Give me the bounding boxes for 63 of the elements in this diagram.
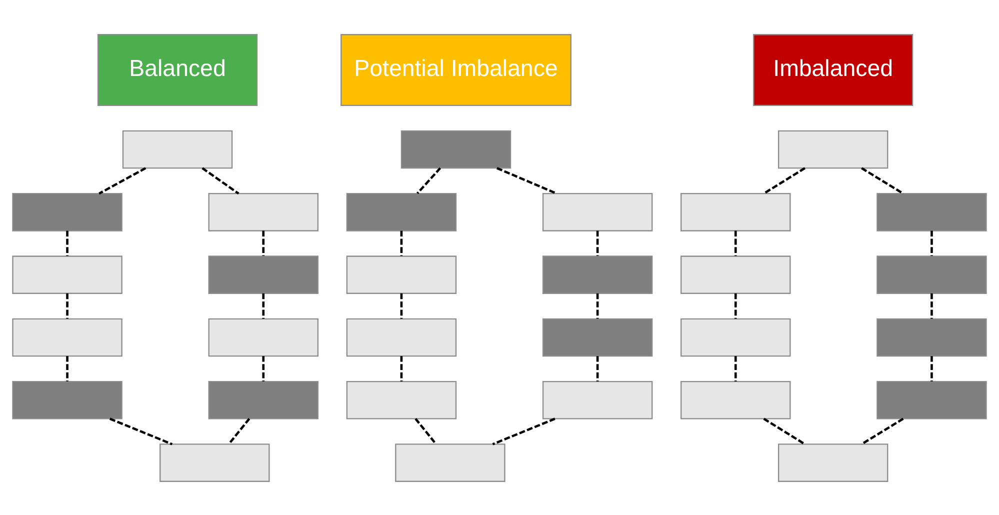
connector xyxy=(400,230,403,256)
node-box xyxy=(778,443,888,482)
connector xyxy=(763,417,806,445)
connector xyxy=(66,230,68,256)
node-box xyxy=(12,380,122,419)
node-box xyxy=(346,380,457,419)
node-box xyxy=(208,380,318,419)
connector xyxy=(202,166,240,194)
connector xyxy=(734,356,737,381)
node-box xyxy=(346,318,457,356)
connector xyxy=(596,230,599,256)
connector xyxy=(109,417,173,445)
connector xyxy=(262,356,265,381)
node-box xyxy=(680,380,791,419)
connector xyxy=(930,292,933,318)
connector xyxy=(66,356,68,381)
connector xyxy=(763,166,806,194)
node-box xyxy=(400,130,512,168)
node-box: Balanced xyxy=(97,34,258,106)
node-box xyxy=(542,255,653,294)
connector xyxy=(400,356,403,381)
connector xyxy=(596,356,599,381)
connector xyxy=(734,230,737,256)
node-box xyxy=(12,255,122,294)
node-box xyxy=(542,380,653,419)
node-box xyxy=(395,443,506,482)
node-box xyxy=(680,192,791,231)
node-box xyxy=(208,318,318,356)
node-box xyxy=(680,255,791,294)
connector xyxy=(860,417,904,445)
connector xyxy=(416,166,442,194)
connector xyxy=(262,230,265,256)
node-box xyxy=(542,318,653,356)
node-box xyxy=(208,255,318,294)
node-box xyxy=(160,443,270,482)
node-box xyxy=(208,192,318,231)
node-box xyxy=(122,130,233,168)
connector xyxy=(98,166,146,194)
connector xyxy=(861,166,904,194)
connector xyxy=(496,166,558,194)
node-box xyxy=(346,192,457,231)
connector xyxy=(930,356,933,381)
node-box xyxy=(876,255,987,294)
node-box xyxy=(876,318,987,356)
connector xyxy=(66,292,68,318)
node-box xyxy=(12,192,122,231)
connector xyxy=(930,230,933,256)
node-box xyxy=(778,130,888,168)
node-box: Potential Imbalance xyxy=(340,34,572,106)
node-box xyxy=(876,192,987,231)
connector xyxy=(262,292,265,318)
node-box xyxy=(542,192,653,231)
node-box: Imbalanced xyxy=(753,34,914,106)
connector xyxy=(734,292,737,318)
node-box xyxy=(876,380,987,419)
connector xyxy=(492,417,556,445)
node-box xyxy=(680,318,791,356)
connector xyxy=(228,418,250,444)
connector xyxy=(414,418,437,444)
node-box xyxy=(346,255,457,294)
node-box xyxy=(12,318,122,356)
connector xyxy=(400,292,403,318)
connector xyxy=(596,292,599,318)
